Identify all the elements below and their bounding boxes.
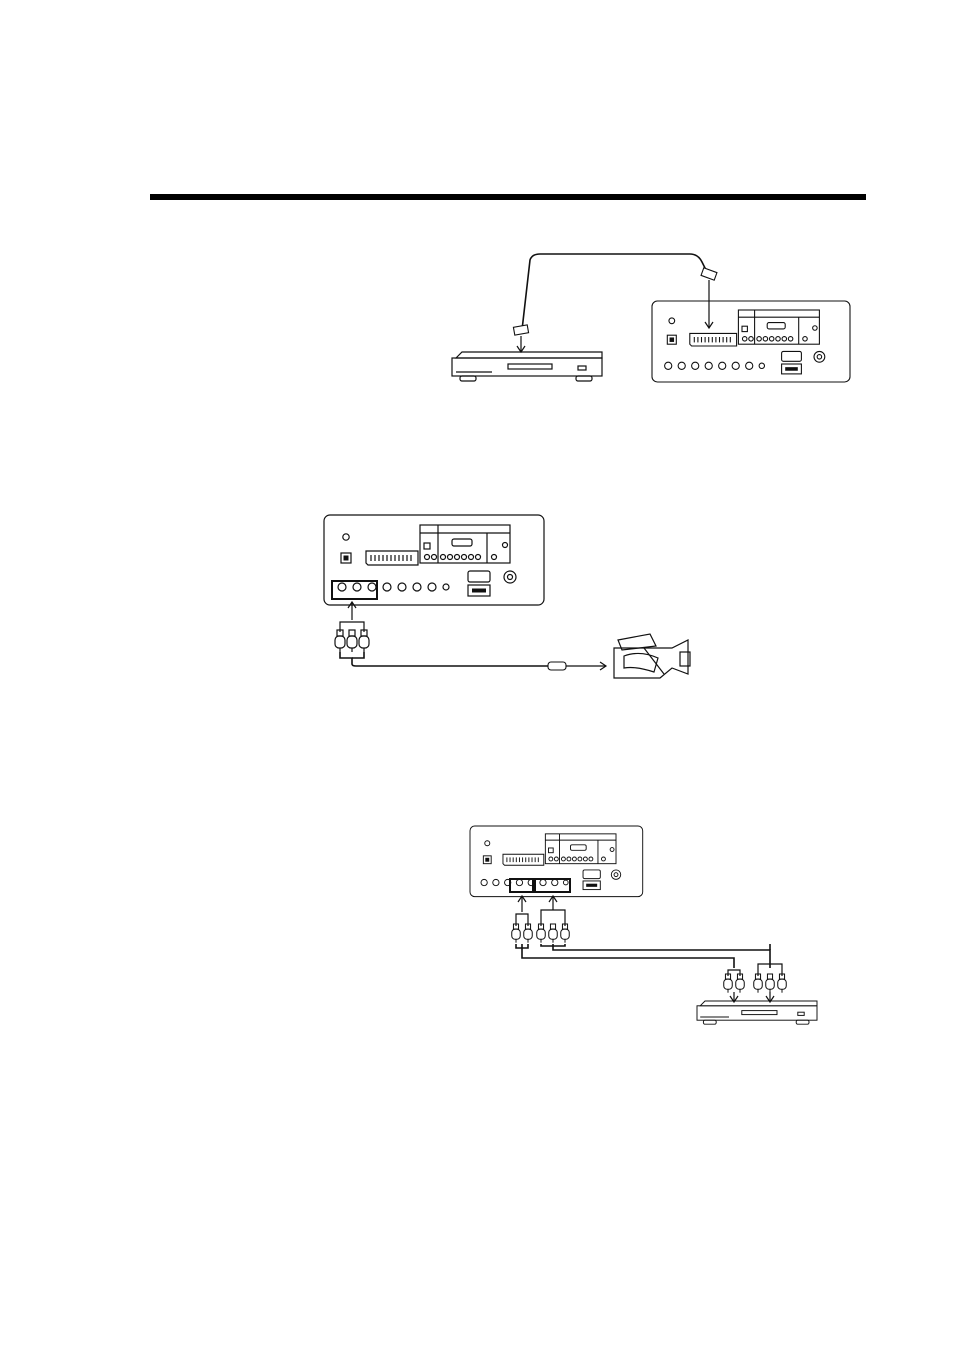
component-diagram (470, 826, 817, 1024)
dvd-player-icon (452, 352, 602, 381)
camcorder-icon (614, 634, 690, 678)
dvd-player-icon (697, 1001, 817, 1024)
camcorder-diagram (324, 515, 690, 678)
scart-cable-icon (522, 254, 708, 330)
component-cable-icon (553, 944, 770, 968)
scart-diagram (452, 254, 850, 382)
tv-rear-panel-icon (652, 301, 850, 382)
tv-rear-panel-icon (470, 826, 643, 897)
rca-av-cable-icon (340, 652, 548, 666)
tv-rear-panel-icon (324, 515, 544, 605)
